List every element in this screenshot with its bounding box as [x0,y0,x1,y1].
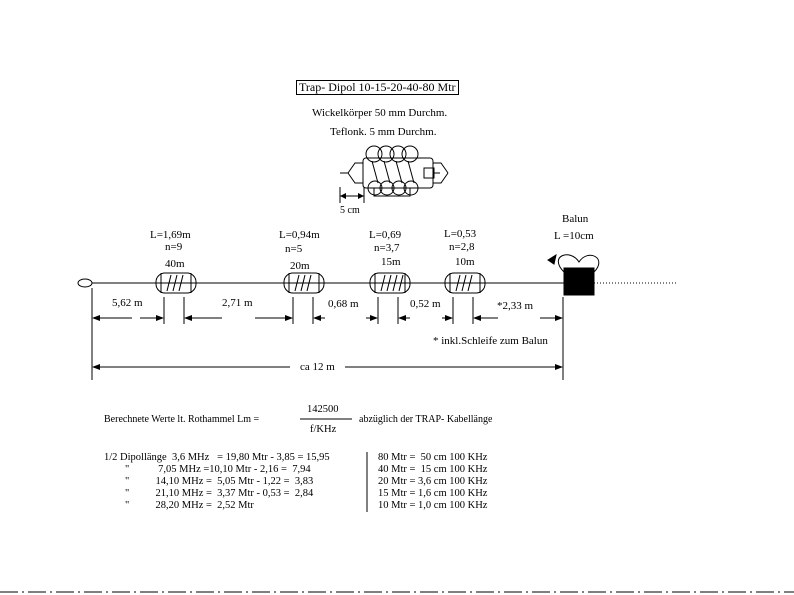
cable-row: 10 Mtr = 1,0 cm 100 KHz [378,500,488,511]
calc-row: " 7,05 MHz =10,10 Mtr - 2,16 = 7,94 [104,464,311,475]
formula-denominator: f/KHz [310,424,337,435]
calc-row: " 28,20 MHz = 2,52 Mtr [104,500,254,511]
segment-4-length: 0,52 m [410,298,441,310]
segment-3-length: 0,68 m [328,298,359,310]
cable-row: 15 Mtr = 1,6 cm 100 KHz [378,488,488,499]
footnote: * inkl.Schleife zum Balun [433,335,548,347]
formula-numerator: 142500 [307,404,339,415]
teflon-text: Teflonk. 5 mm Durchm. [330,126,437,138]
trap-15m-band: 15m [381,256,401,268]
trap-40m-length: L=1,69m [150,229,191,241]
trap-10m-length: L=0,53 [444,228,477,240]
calc-row: " 21,10 MHz = 3,37 Mtr - 0,53 = 2,84 [104,488,314,499]
cable-row: 80 Mtr = 50 cm 100 KHz [378,452,488,463]
trap-20m-turns: n=5 [285,243,303,255]
trap-20m-length: L=0,94m [279,229,320,241]
end-insulator [77,278,93,288]
segment-5-length: *2,33 m [497,300,534,312]
trap-20m [283,272,325,294]
balun-length: L =10cm [554,230,594,242]
cable-row: 40 Mtr = 15 cm 100 KHz [378,464,488,475]
trap-15m [369,272,411,294]
segment-1-length: 5,62 m [112,297,143,309]
balun-label: Balun [562,213,589,225]
trap-40m-turns: n=9 [165,241,183,253]
calc-row: 1/2 Dipollänge 3,6 MHz = 19,80 Mtr - 3,8… [104,452,330,463]
coil-form-text: Wickelkörper 50 mm Durchm. [312,107,448,119]
trap-10m-band: 10m [455,256,475,268]
balun-loop [557,254,600,273]
trap-15m-turns: n=3,7 [374,242,400,254]
calc-row: " 14,10 MHz = 5,05 Mtr - 1,22 = 3,83 [104,476,314,487]
coil-dimension-label: 5 cm [340,205,360,216]
trap-15m-length: L=0,69 [369,229,402,241]
formula-prefix: Berechnete Werte lt. Rothammel Lm = [104,414,260,425]
diagram-title: Trap- Dipol 10-15-20-40-80 Mtr [296,80,459,95]
trap-40m-band: 40m [165,258,185,270]
trap-20m-band: 20m [290,260,310,272]
coil-detail-illustration [339,145,449,203]
trap-40m [155,272,197,294]
trap-10m-turns: n=2,8 [449,241,475,253]
total-length: ca 12 m [300,361,335,373]
formula-suffix: abzüglich der TRAP- Kabellänge [359,414,493,425]
segment-2-length: 2,71 m [222,297,253,309]
trap-10m [444,272,486,294]
balun-box [563,267,595,296]
cable-row: 20 Mtr = 3,6 cm 100 KHz [378,476,488,487]
